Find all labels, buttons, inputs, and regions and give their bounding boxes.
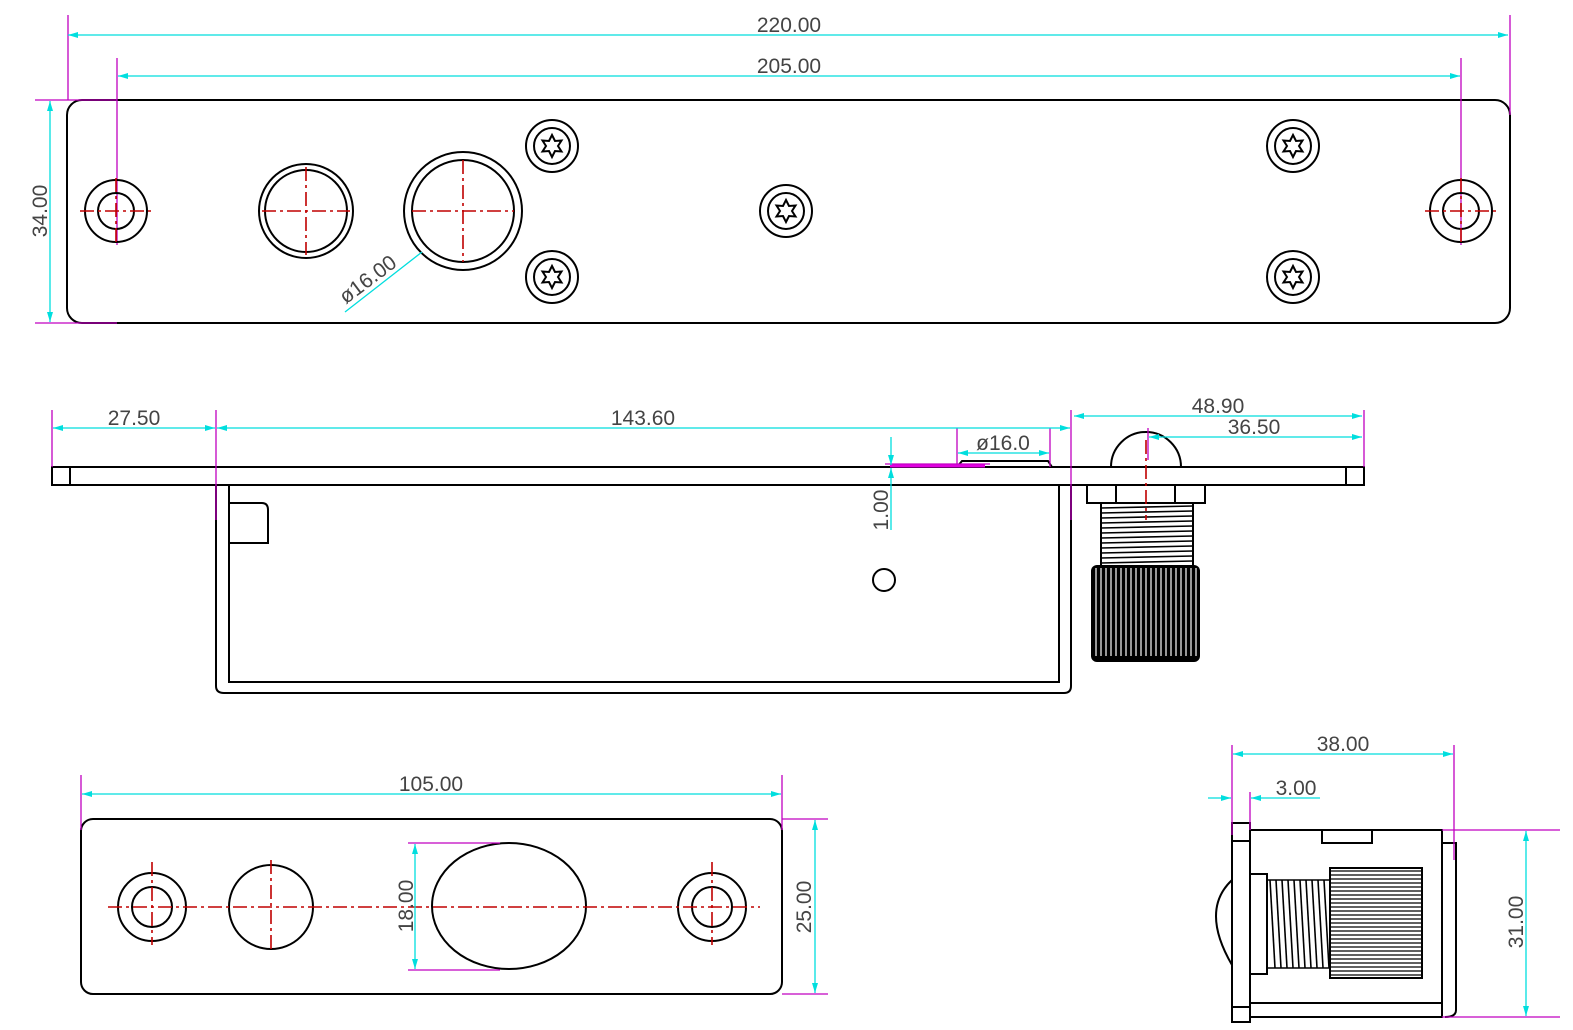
dim-diameter-label: ø16.00 — [335, 251, 401, 309]
strike-plate — [80, 818, 783, 995]
dim-offset-label: 27.50 — [108, 407, 161, 430]
dim-flange-label: 3.00 — [1276, 777, 1317, 800]
drawing-line — [1305, 879, 1312, 969]
drawing-line — [1100, 535, 1194, 539]
threaded-shaft — [1100, 503, 1194, 565]
drawing-line — [1317, 879, 1324, 969]
strike-plate-view: 105.00 25.00 18.00 — [80, 773, 828, 995]
top-view: 220.00 205.00 34.00 ø16.00 — [29, 14, 1511, 324]
dim-slot-label: 18.00 — [395, 880, 418, 933]
dim-diameter-label: ø16.0 — [976, 432, 1030, 455]
lock-plate — [66, 99, 1511, 324]
torx-screw — [1266, 119, 1320, 173]
pin-hole — [872, 568, 896, 592]
end-view: 38.00 3.00 31.00 — [1208, 733, 1560, 1023]
dim-depth-label: 38.00 — [1317, 733, 1370, 756]
threaded-shaft — [1267, 879, 1330, 969]
drawing-line — [1100, 545, 1194, 549]
dim-width-label: 25.00 — [793, 881, 816, 934]
drawing-line — [1100, 555, 1194, 559]
drawing-line — [1100, 530, 1194, 534]
torx-screw — [759, 184, 813, 238]
torx-screw — [525, 119, 579, 173]
dim-hole-spacing-label: 205.00 — [757, 55, 821, 78]
drawing-line — [1269, 879, 1276, 969]
dim-overall-length-label: 220.00 — [757, 14, 821, 37]
drawing-line — [1100, 510, 1194, 514]
side-view: 27.50 143.60 48.90 36.50 ø16.0 1.00 — [51, 395, 1365, 694]
drawing-line — [1100, 515, 1194, 519]
torx-screw — [1266, 250, 1320, 304]
drawing-line — [1299, 879, 1306, 969]
dim-knob-offset-label: 48.90 — [1192, 395, 1245, 418]
drawing-line — [1293, 879, 1300, 969]
drawing-line — [1323, 879, 1330, 969]
hex-nut — [1249, 873, 1268, 975]
drawing-line — [1100, 520, 1194, 524]
drawing-line — [1281, 879, 1288, 969]
drawing-line — [1100, 505, 1194, 509]
dim-length-label: 105.00 — [399, 773, 463, 796]
drawing-line — [1100, 525, 1194, 529]
torx-screw — [525, 250, 579, 304]
drawing-line — [1100, 540, 1194, 544]
dim-height-label: 31.00 — [1505, 896, 1528, 949]
drawing-line — [1287, 879, 1294, 969]
dim-step-label: 1.00 — [870, 490, 893, 531]
dim-body-length-label: 143.60 — [611, 407, 675, 430]
bolt-slot — [431, 842, 587, 970]
dim-knob-center-label: 36.50 — [1228, 416, 1281, 439]
dim-width-label: 34.00 — [29, 185, 52, 238]
drawing-line — [1100, 550, 1194, 554]
drawing-line — [1275, 879, 1282, 969]
drawing-line — [1100, 560, 1194, 564]
drawing-line — [1311, 879, 1318, 969]
dome-cap — [1110, 431, 1182, 468]
